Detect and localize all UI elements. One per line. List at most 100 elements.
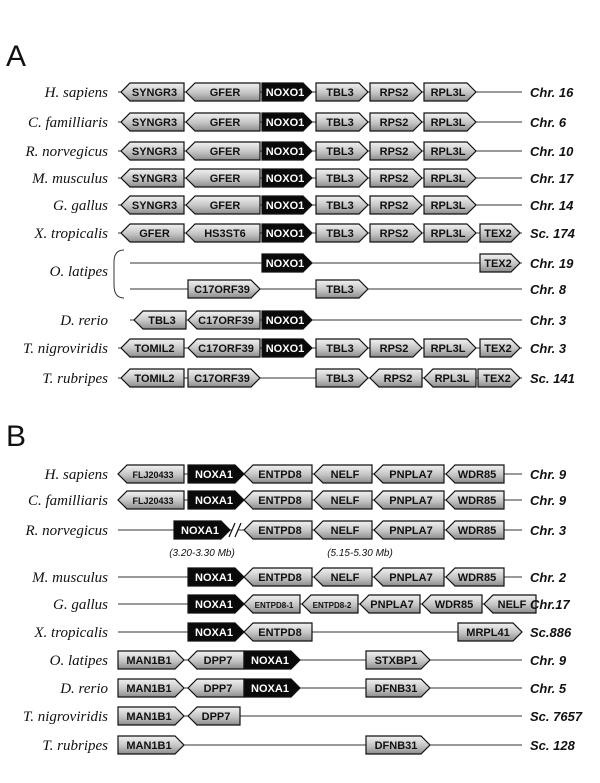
- gene-label: RPS2: [380, 228, 409, 240]
- gene-arrow-rps2: [369, 338, 423, 358]
- gene-arrow-wdr85: [445, 520, 505, 540]
- chromosome-label: Chr. 5: [530, 681, 567, 696]
- gene-arrow-syngr3: [120, 141, 185, 161]
- gene-label: MAN1B1: [126, 655, 171, 667]
- gene-arrow-syngr3: [120, 112, 185, 132]
- gene-label: NOXO1: [266, 258, 305, 270]
- gene-label: NOXO1: [266, 315, 305, 327]
- gene-arrow-tbl3: [315, 82, 369, 102]
- break-mark: [228, 522, 236, 538]
- gene-label: NOXO1: [266, 228, 305, 240]
- gene-label: ENTPD8: [258, 572, 301, 584]
- gene-label: ENTPD8: [258, 495, 301, 507]
- chromosome-label: Sc. 174: [530, 226, 576, 241]
- gene-arrow-c17orf39: [187, 368, 261, 388]
- gene-arrow-rps2: [369, 368, 423, 388]
- gene-label: TBL3: [326, 87, 354, 99]
- gene-label: TOMIL2: [134, 343, 174, 355]
- gene-label: RPL3L: [431, 173, 466, 185]
- gene-label: NOXA1: [181, 525, 219, 537]
- gene-label: MAN1B1: [126, 683, 171, 695]
- species-label: R. norvegicus: [25, 144, 109, 160]
- gene-label: STXBP1: [375, 655, 418, 667]
- gene-label: SYNGR3: [132, 117, 177, 129]
- gene-arrow-dpp7: [187, 678, 245, 698]
- chromosome-label: Chr. 9: [530, 653, 567, 668]
- gene-arrow-hs3st6: [185, 223, 261, 243]
- gene-arrow-tex2: [479, 338, 521, 358]
- gene-arrow-entpd8: [243, 622, 313, 642]
- chromosome-label: Sc. 7657: [530, 709, 583, 724]
- chromosome-label: Sc. 128: [530, 738, 576, 753]
- gene-label: NOXA1: [195, 627, 233, 639]
- gene-label: NOXA1: [251, 655, 289, 667]
- chromosome-label: Chr. 9: [530, 467, 567, 482]
- gene-arrow-wdr85: [445, 567, 505, 587]
- gene-label: ENTPD8-2: [313, 601, 352, 610]
- gene-arrow-rps2: [369, 223, 423, 243]
- gene-arrow-gfer: [185, 195, 261, 215]
- region-note: (5.15-5.30 Mb): [327, 548, 393, 559]
- gene-arrow-gfer: [185, 82, 261, 102]
- gene-arrow-gfer: [120, 223, 185, 243]
- gene-label: GFER: [210, 200, 241, 212]
- gene-arrow-tbl3: [315, 368, 369, 388]
- gene-label: TEX2: [484, 343, 512, 355]
- chromosome-label: Chr. 8: [530, 282, 567, 297]
- chromosome-label: Chr. 10: [530, 144, 574, 159]
- gene-label: TOMIL2: [134, 373, 174, 385]
- gene-label: C17ORF39: [198, 315, 254, 327]
- gene-arrow-nelf: [483, 594, 537, 614]
- gene-arrow-rpl3l: [423, 168, 477, 188]
- gene-label: TBL3: [326, 200, 354, 212]
- panel-label-b: B: [6, 420, 26, 453]
- gene-arrow-pnpla7: [359, 594, 421, 614]
- chromosome-label: Chr. 3: [530, 341, 567, 356]
- gene-arrow-noxa1: [187, 490, 245, 510]
- gene-label: GFER: [210, 146, 241, 158]
- gene-arrow-noxa1: [187, 622, 245, 642]
- gene-arrow-dpp7: [187, 650, 245, 670]
- species-label: H. sapiens: [44, 85, 108, 101]
- chromosome-label: Sc.886: [530, 625, 572, 640]
- gene-label: RPS2: [380, 173, 409, 185]
- chromosome-label: Chr. 19: [530, 256, 574, 271]
- species-label: T. rubripes: [42, 738, 108, 754]
- gene-label: NELF: [498, 599, 527, 611]
- gene-arrow-syngr3: [120, 195, 185, 215]
- gene-arrow-tomil2: [120, 368, 185, 388]
- gene-label: ENTPD8: [258, 525, 301, 537]
- gene-label: RPS2: [380, 343, 409, 355]
- gene-label: SYNGR3: [132, 146, 177, 158]
- gene-label: RPL3L: [431, 200, 466, 212]
- gene-arrow-noxa1: [243, 650, 301, 670]
- gene-arrow-noxa1: [187, 567, 245, 587]
- gene-label: WDR85: [458, 525, 497, 537]
- gene-arrow-tbl3: [315, 195, 369, 215]
- gene-arrow-wdr85: [445, 490, 505, 510]
- chromosome-label: Chr. 2: [530, 570, 567, 585]
- gene-arrow-rpl3l: [423, 112, 477, 132]
- species-label: X. tropicalis: [33, 226, 108, 242]
- chromosome-label: Chr.17: [530, 597, 571, 612]
- gene-label: RPL3L: [431, 228, 466, 240]
- gene-label: PNPLA7: [389, 525, 432, 537]
- gene-label: RPL3L: [435, 373, 470, 385]
- gene-label: RPL3L: [431, 146, 466, 158]
- chromosome-label: Chr. 14: [530, 198, 574, 213]
- gene-label: RPS2: [380, 146, 409, 158]
- gene-arrow-dpp7: [187, 706, 241, 726]
- gene-arrow-c17orf39: [187, 310, 261, 330]
- gene-arrow-entpd8: [243, 490, 313, 510]
- gene-label: FLJ20433: [132, 496, 173, 506]
- gene-label: TBL3: [326, 146, 354, 158]
- gene-label: TBL3: [326, 284, 354, 296]
- gene-arrow-man1b1: [117, 678, 185, 698]
- gene-arrow-wdr85: [445, 464, 505, 484]
- gene-label: GFER: [210, 87, 241, 99]
- gene-arrow-noxa1: [187, 594, 245, 614]
- gene-arrow-gfer: [185, 168, 261, 188]
- gene-label: TBL3: [326, 373, 354, 385]
- gene-label: SYNGR3: [132, 87, 177, 99]
